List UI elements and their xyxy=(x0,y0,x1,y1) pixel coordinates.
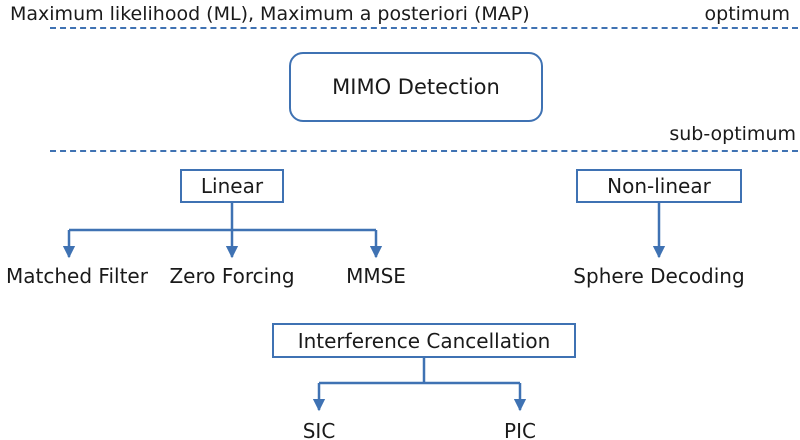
linear-label: Linear xyxy=(200,174,264,198)
optimum-label: optimum xyxy=(704,3,790,25)
sub-optimum-divider xyxy=(50,150,798,152)
interference-cancellation-node: Interference Cancellation xyxy=(272,323,576,358)
sub-optimum-label: sub-optimum xyxy=(669,123,796,145)
mmse-label: MMSE xyxy=(346,264,406,288)
optimum-divider xyxy=(50,27,798,29)
interference-cancellation-label: Interference Cancellation xyxy=(297,328,551,353)
linear-node: Linear xyxy=(180,169,284,203)
sphere-decoding-label: Sphere Decoding xyxy=(573,264,745,288)
mimo-detection-node: MIMO Detection xyxy=(289,52,543,122)
non-linear-label: Non-linear xyxy=(607,174,711,198)
zero-forcing-label: Zero Forcing xyxy=(169,264,295,288)
mimo-detection-label: MIMO Detection xyxy=(332,75,500,99)
non-linear-node: Non-linear xyxy=(576,169,742,203)
sic-label: SIC xyxy=(302,419,336,440)
matched-filter-label: Matched Filter xyxy=(6,264,148,288)
pic-label: PIC xyxy=(504,419,536,440)
optimal-methods-text: Maximum likelihood (ML), Maximum a poste… xyxy=(10,3,530,25)
